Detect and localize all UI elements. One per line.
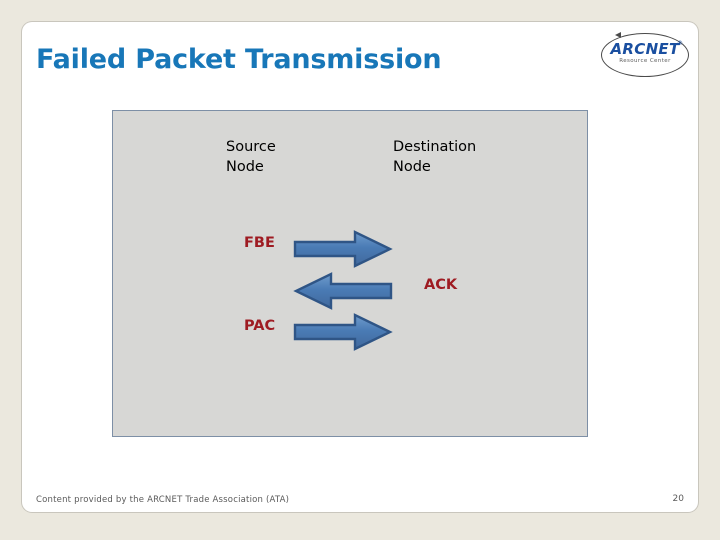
logo-wordmark: ARCNET (610, 40, 680, 58)
slide-card: Failed Packet Transmission ARCNET ® Reso… (22, 22, 698, 512)
destination-node-label: Destination Node (393, 139, 477, 175)
logo-ring-icon (601, 33, 689, 77)
message-label-ack: ACK (424, 277, 458, 293)
arrow-right-fbe-icon (293, 229, 393, 273)
logo-arrow-icon (615, 32, 621, 38)
footer-credit: Content provided by the ARCNET Trade Ass… (36, 495, 290, 505)
logo-registered-mark: ® (677, 40, 683, 47)
logo-tagline: Resource Center (619, 58, 671, 64)
message-label-fbe: FBE (244, 235, 275, 251)
arrow-right-pac-icon (293, 312, 393, 356)
arrow-left-ack-icon (293, 271, 393, 315)
arcnet-logo: ARCNET ® Resource Center (597, 27, 693, 85)
page-number: 20 (672, 494, 684, 504)
sequence-diagram-panel: Source Node Destination Node FBE ACK PAC (112, 110, 588, 437)
source-node-label: Source Node (226, 139, 276, 175)
message-label-pac: PAC (244, 318, 276, 334)
page-title: Failed Packet Transmission (36, 44, 442, 75)
